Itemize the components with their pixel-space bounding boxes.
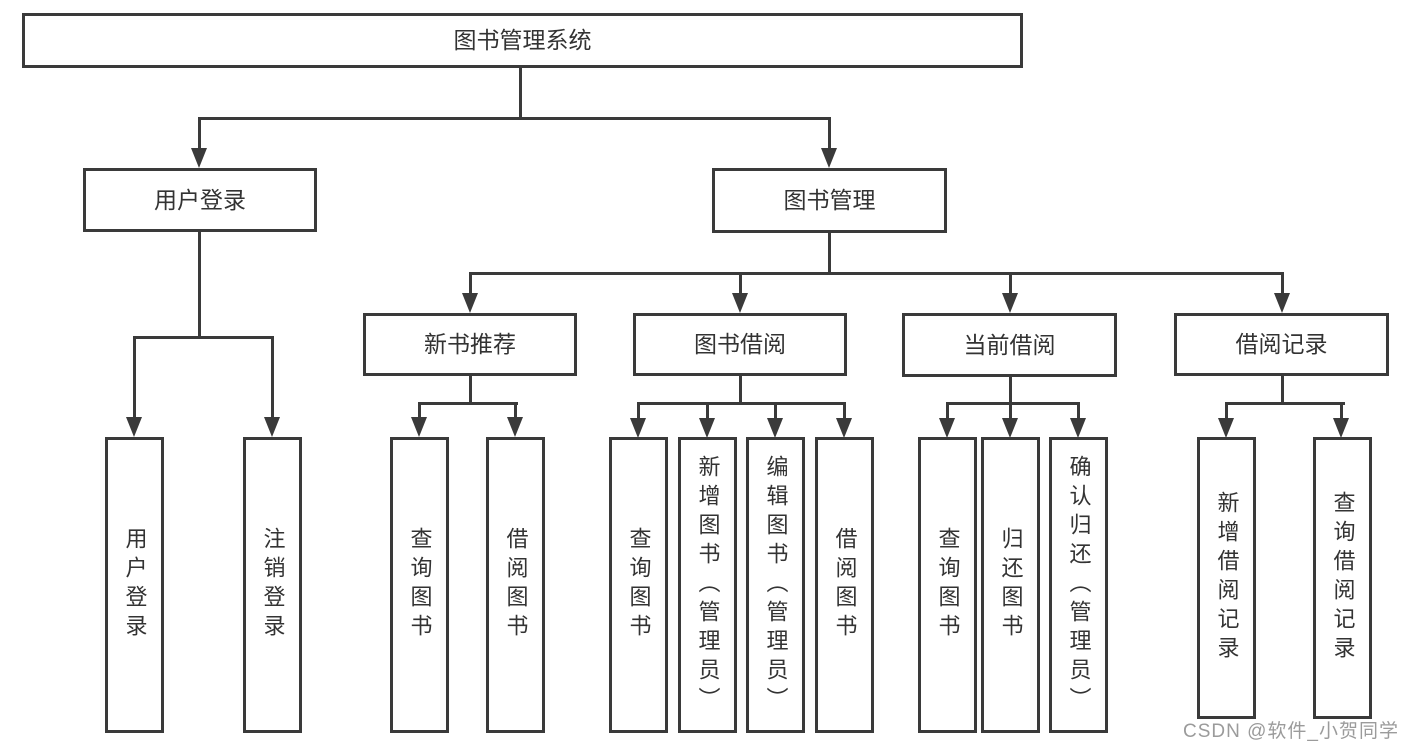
- connector-line: [271, 336, 274, 417]
- connector-line: [828, 117, 831, 150]
- connector-line: [1009, 402, 1012, 418]
- connector-line: [1340, 402, 1343, 418]
- connector-line: [198, 232, 201, 336]
- connector-line: [198, 117, 831, 120]
- connector-line: [469, 376, 472, 403]
- arrowhead-icon: [1218, 418, 1234, 438]
- connector-line: [1077, 402, 1080, 418]
- connector-line: [1281, 272, 1284, 295]
- connector-line: [133, 336, 136, 417]
- arrowhead-icon: [507, 417, 523, 437]
- connector-line: [519, 68, 522, 117]
- connector-line: [469, 272, 472, 295]
- node-user-login: 用户登录: [83, 168, 317, 232]
- node-book-management: 图书管理: [712, 168, 947, 233]
- leaf-edit-book-admin: 编辑图书（管理员）: [746, 437, 805, 733]
- connector-line: [1009, 272, 1012, 295]
- connector-line: [706, 402, 709, 418]
- connector-line: [946, 402, 1080, 405]
- connector-line: [418, 402, 518, 405]
- leaf-add-borrow-record: 新增借阅记录: [1197, 437, 1256, 719]
- arrowhead-icon: [1333, 418, 1349, 438]
- leaf-return-book: 归还图书: [981, 437, 1040, 733]
- arrowhead-icon: [939, 418, 955, 438]
- leaf-user-login: 用户登录: [105, 437, 164, 733]
- arrowhead-icon: [1274, 293, 1290, 313]
- connector-line: [469, 272, 1283, 275]
- leaf-query-books-current: 查询图书: [918, 437, 977, 733]
- leaf-borrow-books: 借阅图书: [815, 437, 874, 733]
- node-current-borrow: 当前借阅: [902, 313, 1117, 377]
- connector-line: [739, 272, 742, 295]
- arrowhead-icon: [191, 148, 207, 168]
- arrowhead-icon: [836, 418, 852, 438]
- connector-line: [739, 376, 742, 403]
- node-new-book-recommend: 新书推荐: [363, 313, 577, 376]
- connector-line: [418, 402, 421, 418]
- arrowhead-icon: [821, 148, 837, 168]
- connector-line: [637, 402, 846, 405]
- connector-line: [1281, 376, 1284, 403]
- arrowhead-icon: [462, 293, 478, 313]
- connector-line: [1009, 377, 1012, 403]
- leaf-query-borrow-record: 查询借阅记录: [1313, 437, 1372, 719]
- connector-line: [133, 336, 274, 339]
- leaf-borrow-books-recommend: 借阅图书: [486, 437, 545, 733]
- node-root: 图书管理系统: [22, 13, 1023, 68]
- leaf-logout: 注销登录: [243, 437, 302, 733]
- arrowhead-icon: [1002, 418, 1018, 438]
- arrowhead-icon: [126, 417, 142, 437]
- arrowhead-icon: [264, 417, 280, 437]
- watermark: CSDN @软件_小贺同学: [1183, 721, 1399, 742]
- connector-line: [843, 402, 846, 418]
- connector-line: [1225, 402, 1345, 405]
- node-borrow-records: 借阅记录: [1174, 313, 1389, 376]
- arrowhead-icon: [699, 418, 715, 438]
- connector-line: [828, 233, 831, 272]
- leaf-confirm-return-admin: 确认归还（管理员）: [1049, 437, 1108, 733]
- arrowhead-icon: [1070, 418, 1086, 438]
- connector-line: [198, 117, 201, 150]
- arrowhead-icon: [411, 417, 427, 437]
- arrowhead-icon: [767, 418, 783, 438]
- leaf-query-books-recommend: 查询图书: [390, 437, 449, 733]
- connector-line: [514, 402, 517, 418]
- node-book-borrow: 图书借阅: [633, 313, 847, 376]
- connector-line: [946, 402, 949, 418]
- arrowhead-icon: [1002, 293, 1018, 313]
- leaf-query-books-borrow: 查询图书: [609, 437, 668, 733]
- arrowhead-icon: [732, 293, 748, 313]
- connector-line: [774, 402, 777, 418]
- arrowhead-icon: [630, 418, 646, 438]
- connector-line: [637, 402, 640, 418]
- connector-line: [1225, 402, 1228, 418]
- leaf-add-book-admin: 新增图书（管理员）: [678, 437, 737, 733]
